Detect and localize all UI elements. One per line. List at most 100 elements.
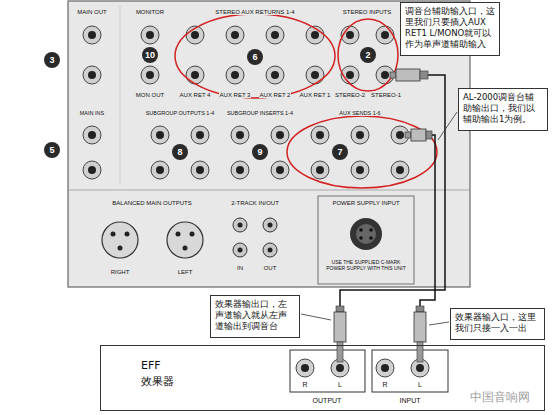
jack: [186, 66, 204, 84]
power-connector: [350, 218, 382, 250]
panel-divider: [120, 6, 121, 185]
jack: [83, 126, 101, 144]
jack: [351, 161, 369, 179]
input-panel: [372, 350, 448, 392]
rca-jack: [263, 218, 277, 232]
panel-label: MAIN INS: [79, 110, 105, 116]
panel-label: STEREO INPUTS: [342, 9, 392, 16]
panel-label: MAIN OUT: [76, 9, 107, 16]
jack-label: L: [418, 381, 422, 389]
panel-label: STEREO AUX RETURNS 1-4: [214, 9, 295, 16]
jack: [266, 66, 284, 84]
highlight-ellipse: [338, 19, 398, 91]
xlr-connector: [167, 222, 203, 258]
callout-disc: [360, 47, 376, 63]
highlight-ellipse: [175, 14, 335, 98]
plug-sleeve: [416, 306, 424, 312]
callout-text: 效果器输出口，左声道输入就从左声道输出到调音台: [215, 299, 295, 332]
jack: [391, 161, 409, 179]
watermark: 中国音响网: [470, 391, 530, 405]
jack: [226, 26, 244, 44]
cable: [420, 135, 435, 306]
jack: [271, 126, 289, 144]
jack: [306, 66, 324, 84]
power-pin: [359, 236, 363, 240]
panel-label: OUT: [263, 265, 278, 272]
panel-label: AUX SENDS 1-6: [338, 110, 381, 116]
xlr-pin: [190, 232, 195, 237]
unit-name: 效果器: [141, 374, 544, 390]
jack-label: L: [338, 381, 342, 389]
rca-hole: [238, 248, 243, 253]
unit-name: EFF: [141, 358, 544, 374]
panel-label: 2-TRACK IN/OUT: [230, 200, 280, 207]
panel-note: USE THE SUPPLIED C-MARK POWER SUPPLY WIT…: [322, 260, 410, 272]
panel-label: MONITOR: [135, 9, 165, 16]
power-pin: [369, 228, 373, 232]
panel-label: SUBGROUP OUTPUTS 1-4: [145, 110, 216, 116]
jack: [296, 359, 314, 377]
jack: [151, 126, 169, 144]
jack: [311, 161, 329, 179]
jack: [231, 126, 249, 144]
jack: [266, 26, 284, 44]
panel-label: AUX RET 2: [259, 92, 292, 99]
callout-box: AL-2000调音台辅助输出口，我们以辅助输出1为例。: [458, 88, 548, 131]
callout-number: 10: [145, 50, 155, 60]
callout-number: 5: [49, 145, 54, 155]
callout-number: 9: [257, 147, 262, 157]
callout-text: 效果器输入口，这里我们只接一入一出: [455, 312, 540, 334]
xlr-pin: [125, 232, 130, 237]
callout-disc: [44, 142, 60, 158]
xlr-pin: [183, 246, 188, 251]
panel-label: AUX RET 4: [179, 92, 212, 99]
panel-label: MON OUT: [135, 92, 165, 99]
panel-label: BALANCED MAIN OUTPUTS: [111, 200, 192, 207]
jack: [271, 161, 289, 179]
xlr-pin: [176, 232, 181, 237]
jack: [351, 126, 369, 144]
xlr-pin: [118, 246, 123, 251]
jack-label: R: [382, 381, 387, 389]
rca-hole: [268, 223, 273, 228]
callout-disc: [252, 144, 268, 160]
jack: [376, 359, 394, 377]
callout-disc: [172, 144, 188, 160]
rca-jack: [263, 243, 277, 257]
leader-line: [438, 112, 457, 140]
leader-line: [429, 322, 449, 325]
jack: [376, 26, 394, 44]
plug-sleeve: [426, 131, 432, 139]
jack: [311, 126, 329, 144]
jack: [191, 126, 209, 144]
jack: [191, 161, 209, 179]
power-pin: [369, 236, 373, 240]
jack-label: R: [302, 381, 307, 389]
leader-line: [301, 314, 331, 320]
callout-disc: [247, 49, 263, 65]
plug-sleeve: [420, 71, 428, 79]
power-pin: [359, 228, 363, 232]
callout-number: 6: [252, 52, 257, 62]
plug-body: [396, 69, 420, 81]
panel-label: SUBGROUP INSERTS 1-4: [226, 110, 294, 116]
callout-number: 7: [337, 147, 342, 157]
panel-label: STEREO-2: [334, 92, 366, 99]
jack: [231, 161, 249, 179]
jack: [83, 66, 101, 84]
panel-label: STEREO-1: [370, 92, 402, 99]
panel-label: AUX RET 1: [299, 92, 332, 99]
rca-jack: [233, 243, 247, 257]
plug-tip: [390, 72, 396, 78]
highlight-ellipse: [287, 116, 437, 188]
callout-number: 8: [177, 147, 182, 157]
callout-disc: [44, 52, 60, 68]
plug-body: [414, 312, 426, 342]
callout-disc: [332, 144, 348, 160]
callout-text: AL-2000调音台辅助输出口，我们以辅助输出1为例。: [463, 92, 543, 125]
xlr-connector: [102, 222, 138, 258]
callout-number: 3: [49, 55, 54, 65]
panel-label: RIGHT: [110, 269, 131, 276]
